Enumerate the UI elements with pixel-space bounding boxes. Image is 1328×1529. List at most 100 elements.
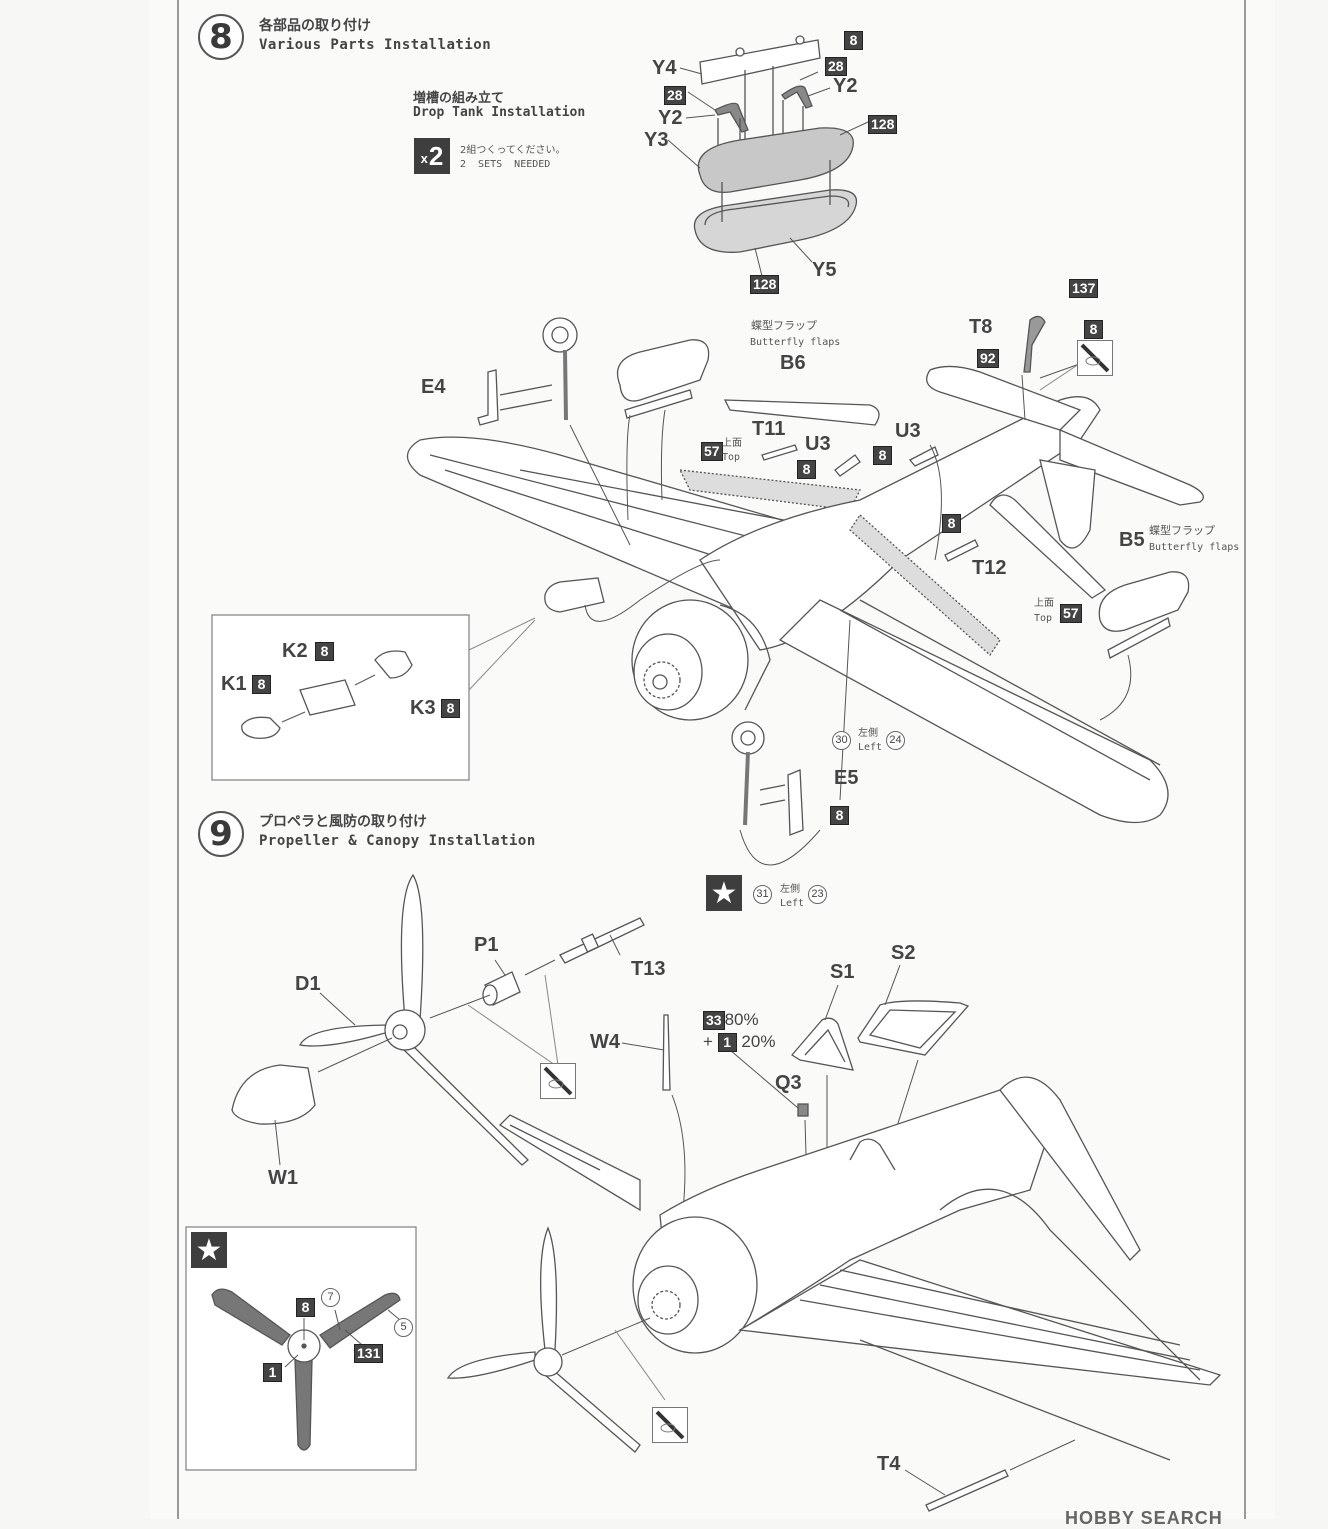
paint-code: 57 [1060, 604, 1082, 623]
paint-code: 1 [263, 1363, 282, 1382]
part-label-e5: E5 [834, 767, 859, 789]
horizontal-stabilizer [926, 365, 1082, 431]
sheet-border-right [1244, 0, 1246, 1519]
exhaust-part [544, 577, 605, 613]
prop-blade-top [400, 873, 424, 1021]
paint-code: 128 [868, 115, 898, 134]
top-label-jp: 上面 [1034, 598, 1054, 609]
paint-code: 8 [441, 699, 460, 718]
multiplier-value: 2 [428, 140, 444, 171]
paint-code: 128 [750, 275, 780, 294]
exhaust-inset [211, 614, 536, 781]
paint-code: 137 [1069, 279, 1099, 298]
part-label-k2: K2 [282, 640, 308, 662]
paint-circle-code: 30 [832, 731, 851, 750]
sway-brace-y2-left [714, 102, 749, 133]
part-label-y3: Y3 [644, 129, 669, 151]
drop-tank-assembly [667, 35, 869, 277]
part-label-y4: Y4 [652, 57, 677, 79]
part-label-t8: T8 [969, 316, 993, 338]
pitot-t4 [925, 1469, 1009, 1512]
drop-tank-title-jp: 増槽の組み立て [413, 91, 505, 106]
tank-upper-y3 [697, 127, 854, 194]
aircraft-step9 [446, 1076, 1222, 1512]
paint-code: 8 [830, 806, 849, 825]
part-label-s1: S1 [830, 961, 855, 983]
gear-door-e5 [787, 769, 804, 836]
star-marker-icon: ★ [191, 1232, 227, 1268]
no-glue-icon [652, 1407, 688, 1443]
part-label-t13: T13 [631, 958, 666, 980]
no-glue-icon [1077, 340, 1113, 376]
paint-code: 28 [825, 57, 847, 76]
top-label-en: Top [722, 452, 741, 463]
butterfly-flaps-jp: 蝶型フラップ [1149, 524, 1215, 537]
sets-note-en: 2 SETS NEEDED [460, 159, 551, 170]
paint-circle-code: 23 [808, 885, 827, 904]
part-k1 [241, 716, 281, 739]
paint-circle-code: 5 [394, 1318, 413, 1337]
flap-b6 [723, 399, 880, 426]
paint-code: 92 [977, 349, 999, 368]
tailwheel-t8 [1023, 315, 1046, 373]
main-wheel-lower [731, 721, 765, 755]
part-u3-a [834, 454, 861, 477]
part-t11 [761, 444, 798, 461]
shaft-t13 [559, 917, 645, 964]
part-label-u3: U3 [805, 433, 831, 455]
paint-circle-code: 7 [321, 1288, 340, 1307]
prop-blade-step9-left [446, 1351, 536, 1379]
part-k3 [374, 650, 413, 679]
flap-b5 [989, 494, 1107, 599]
no-glue-icon [540, 1063, 576, 1099]
pylon-y4 [699, 39, 821, 85]
part-label-y5: Y5 [812, 259, 837, 281]
paint-blade-bottom [294, 1359, 313, 1451]
canopy-parts [621, 964, 970, 1211]
step-8-title-jp: 各部品の取り付け [259, 18, 371, 34]
step-9-title-jp: プロペラと風防の取り付け [259, 814, 427, 830]
paint-code: 8 [1084, 320, 1103, 339]
aircraft-step8 [406, 315, 1204, 866]
part-label-q3: Q3 [775, 1072, 802, 1094]
left-label-jp: 左側 [780, 884, 800, 895]
canopy-s1 [791, 1017, 854, 1071]
top-label-jp: 上面 [722, 438, 742, 449]
paint-circle-code: 24 [886, 731, 905, 750]
wing-step9-left [498, 1114, 641, 1212]
sheet-border-left [177, 0, 179, 1519]
part-label-b6: B6 [780, 352, 806, 374]
multiplier-prefix: x [420, 150, 428, 166]
mix-percent: 20% [741, 1032, 776, 1051]
prop-blade-left [299, 1024, 396, 1047]
mix-percent: 80% [724, 1010, 759, 1029]
part-u3-b [908, 446, 939, 467]
paint-code: 1 [717, 1033, 737, 1052]
top-label-en: Top [1034, 613, 1053, 624]
part-label-t12: T12 [972, 557, 1007, 579]
prop-hub [384, 1009, 426, 1051]
right-wing [778, 599, 1169, 824]
step-9-number: 9 [198, 811, 244, 857]
paint-code: 8 [873, 446, 892, 465]
butterfly-flaps-en: Butterfly flaps [1149, 542, 1240, 553]
star-marker-icon: ★ [706, 875, 742, 911]
paint-blade-right [319, 1292, 401, 1349]
main-wheel-upper [542, 317, 578, 353]
paint-code: 33 [703, 1011, 725, 1030]
part-label-t4: T4 [877, 1453, 901, 1475]
paint-code: 8 [844, 31, 863, 50]
part-label-u3: U3 [895, 420, 921, 442]
tank-lower-y5 [693, 189, 858, 253]
spinner-w1 [231, 1064, 316, 1125]
sets-note-jp: 2組つくってください。 [460, 145, 566, 156]
vertical-fin [1039, 459, 1096, 549]
part-t12 [944, 539, 979, 562]
gear-door-e4 [477, 369, 499, 426]
part-label-y2: Y2 [658, 107, 683, 129]
part-label-k3: K3 [410, 697, 436, 719]
prop-blade-right [402, 1044, 529, 1166]
